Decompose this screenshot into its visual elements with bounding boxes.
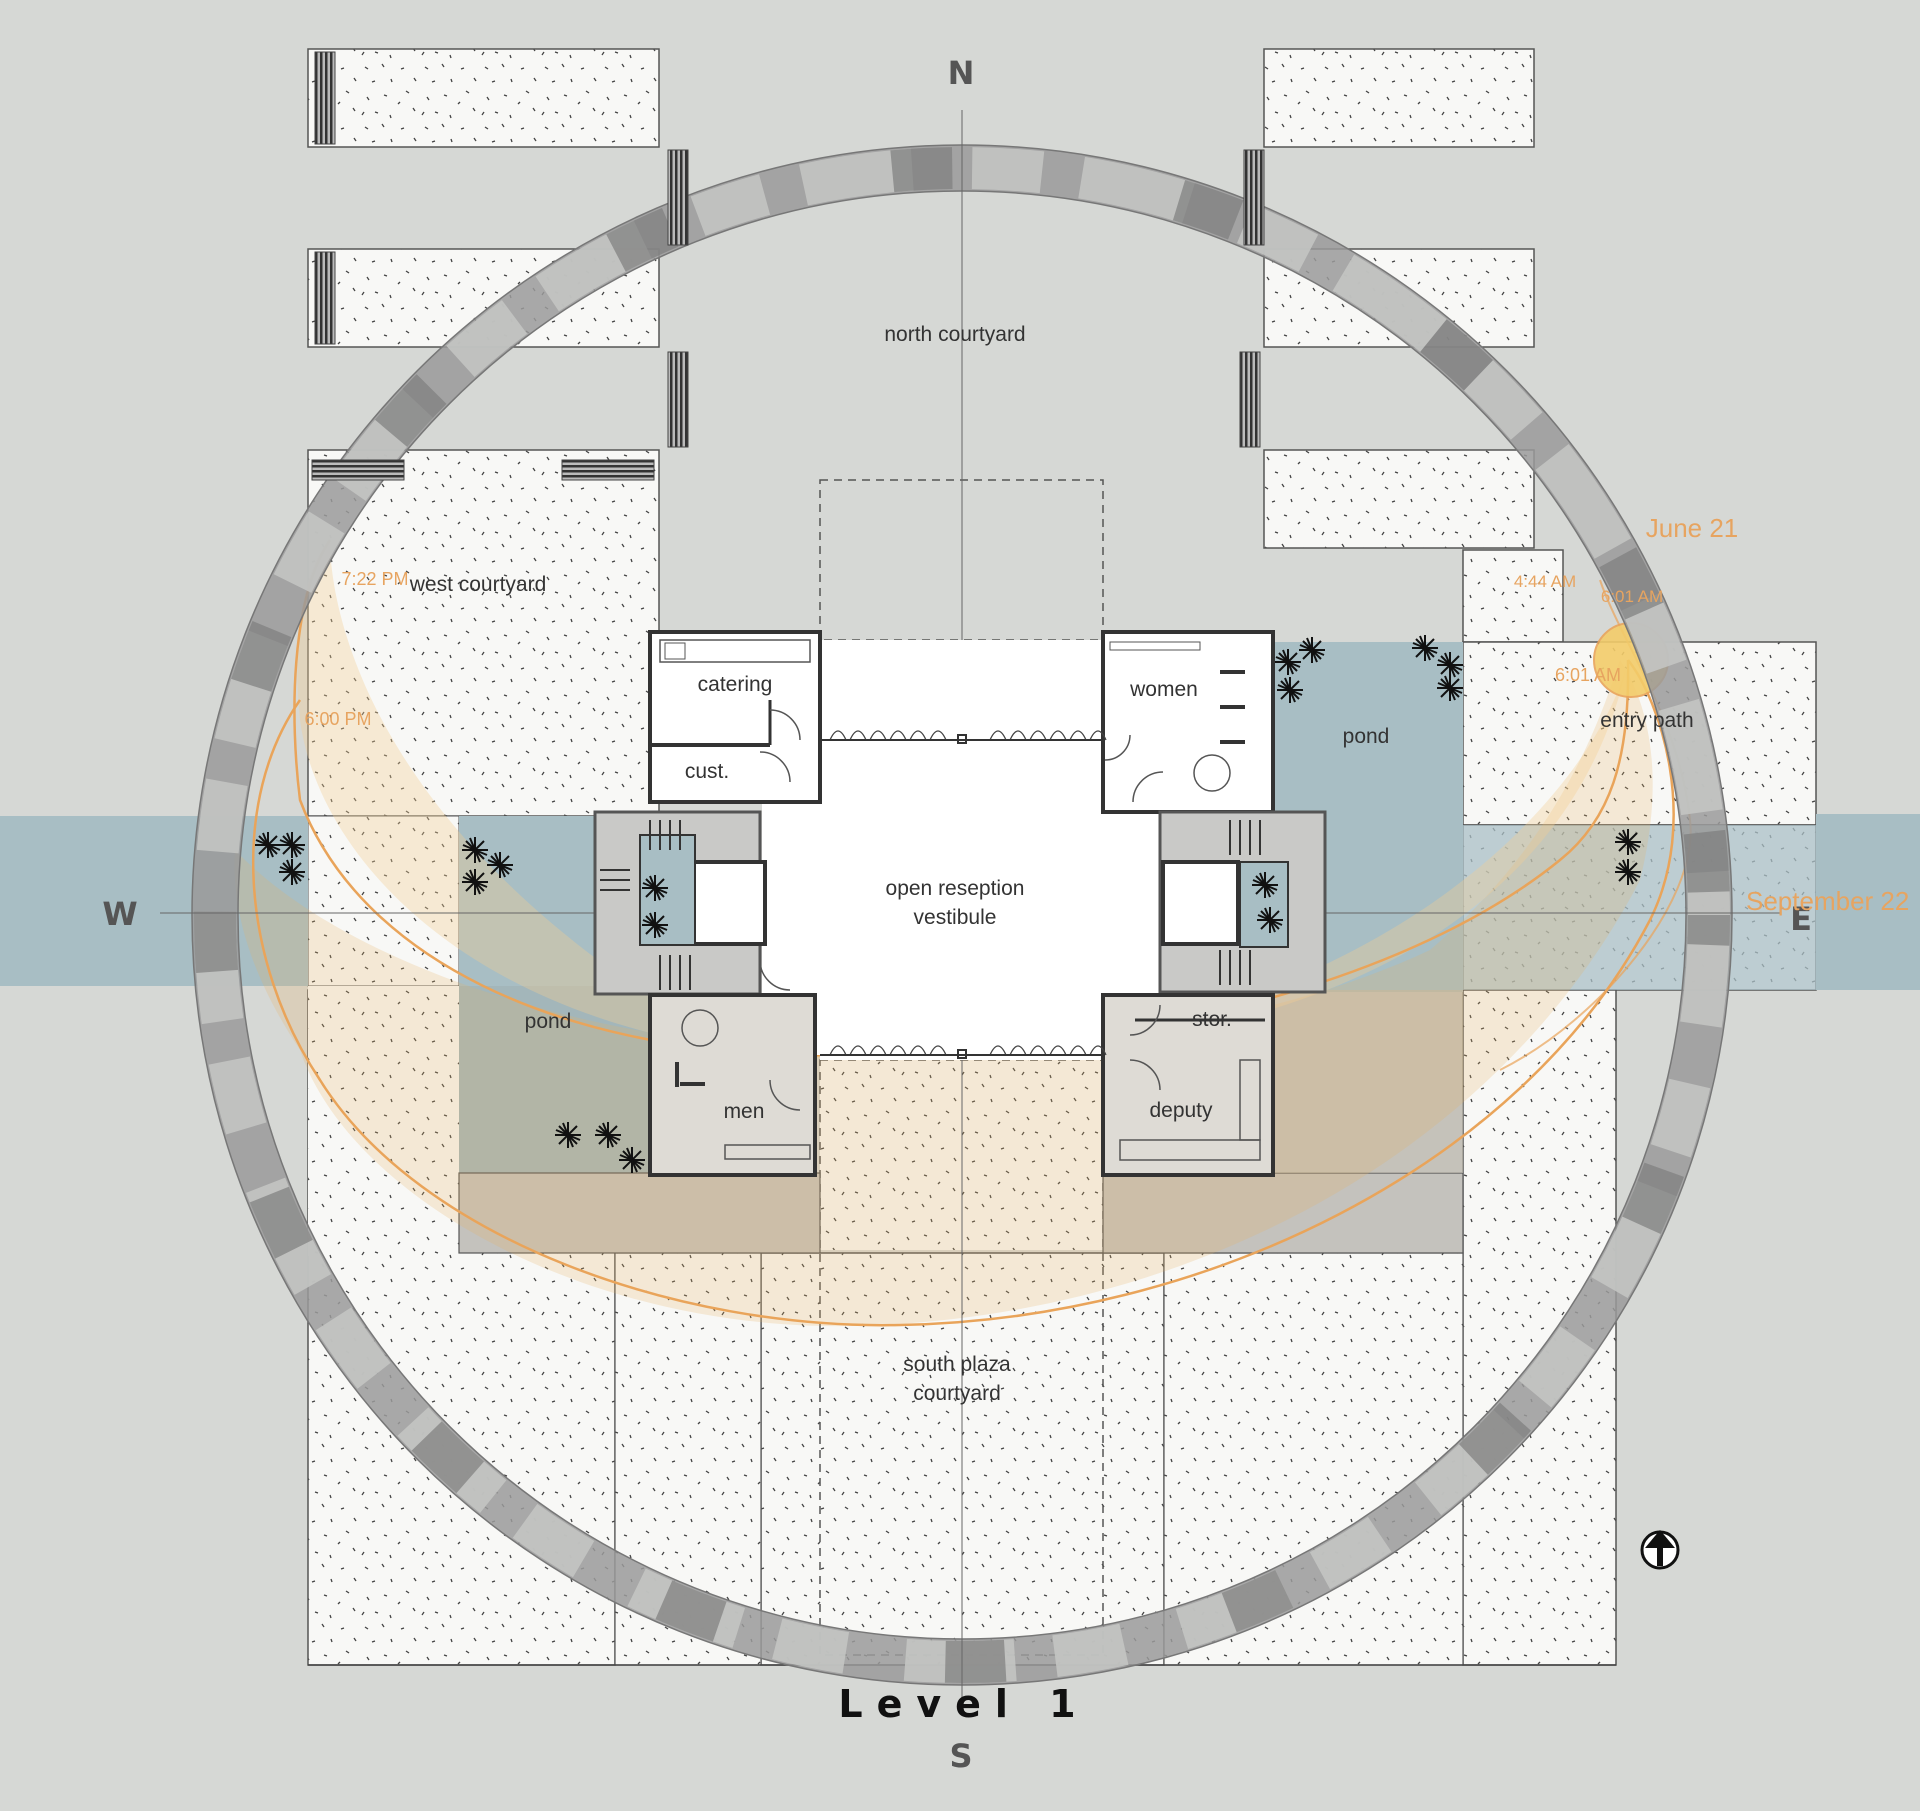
compass-south: S [949,1737,972,1775]
level-title: Level 1 [838,1682,1089,1726]
label-south-plaza-2: courtyard [913,1382,1001,1405]
label-sunrise-june: 4:44 AM [1514,572,1576,591]
label-pond-west: pond [525,1010,572,1033]
labels: N S W E Level 1 north courtyard west cou… [102,54,1909,1775]
label-south-plaza-1: south plaza [903,1353,1011,1376]
label-storage: stor. [1192,1008,1232,1031]
label-vestibule-1: open reseption [886,877,1025,900]
label-men: men [724,1100,765,1123]
label-west-courtyard: west courtyard [409,573,547,596]
label-entry-path: entry path [1600,709,1693,732]
compass-west: W [102,895,137,933]
label-catering: catering [698,673,773,696]
label-sunset-june: 7:22 PM [341,569,408,589]
label-women: women [1129,678,1198,701]
benches [311,51,1265,481]
label-june-21: June 21 [1646,513,1739,543]
label-vestibule-2: vestibule [914,906,997,929]
compass-north: N [948,54,975,92]
label-sun-time: 6:01 AM [1555,665,1621,685]
label-deputy: deputy [1149,1099,1213,1122]
label-sunrise-sept: 6:01 AM [1601,587,1663,606]
label-custodial: cust. [685,760,729,783]
building [593,630,1327,1177]
section-marker-icon [1640,1530,1680,1570]
label-september-22: September 22 [1746,886,1909,916]
label-pond-east: pond [1343,725,1390,748]
label-north-courtyard: north courtyard [884,323,1025,346]
label-sunset-sept: 6:00 PM [304,709,371,729]
compass-east: E [1790,900,1812,938]
